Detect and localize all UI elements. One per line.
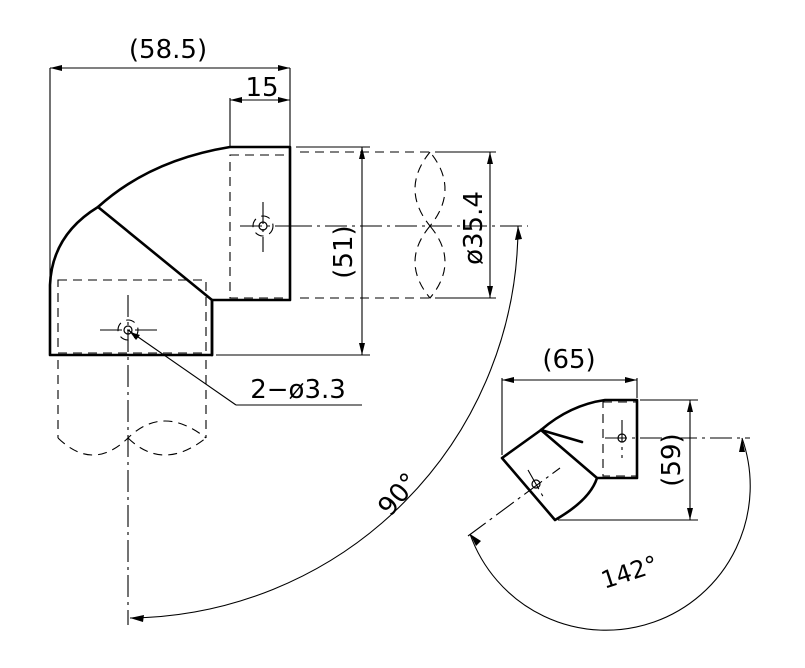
hole-callout: 2−ø3.3: [127, 329, 362, 406]
upper-hole-circle: [252, 215, 274, 237]
small-centerline-diag-perp: [527, 469, 546, 501]
tube-end-lobe-1: [414, 151, 446, 227]
small-elbow-outline: [500, 398, 639, 522]
small-centerline-diag: [467, 467, 561, 537]
upper-hole-circle-inner: [258, 221, 268, 231]
tube-end-ellipse-1: [57, 420, 207, 456]
small-hole-upper: [617, 433, 627, 443]
elbow-outline: [48, 145, 292, 357]
small-elbow-view: (65) (59) 142°: [467, 345, 751, 631]
dim-diameter: ø35.4: [440, 151, 496, 299]
small-hole-lower: [531, 479, 541, 489]
dim-small-width-label: (65): [542, 345, 595, 375]
dim-top-offset: 15: [229, 73, 290, 146]
dim-top-offset-label: 15: [245, 73, 278, 103]
dim-height: (51): [216, 146, 370, 356]
tube-end-ellipse-2: [127, 437, 207, 456]
dim-small-height-label: (59): [657, 433, 687, 486]
hidden-lower-bore: [57, 279, 207, 354]
dim-overall-width-label: (58.5): [129, 35, 207, 65]
dim-small-height: (59): [558, 399, 698, 521]
dim-overall-width: (58.5): [49, 35, 291, 352]
tube-end-lobe-2: [414, 225, 446, 299]
dim-angle-142-label: 142°: [598, 550, 662, 594]
dim-small-width: (65): [501, 345, 638, 455]
large-elbow-view: (58.5) 15 (51) ø35.4: [48, 35, 528, 625]
small-miter-1: [539, 428, 584, 444]
dim-angle-90: 90°: [129, 225, 522, 622]
dim-angle-90-label: 90°: [373, 468, 426, 523]
small-hidden-bore: [602, 401, 638, 477]
dim-height-label: (51): [329, 225, 359, 278]
dim-angle-142: 142°: [469, 437, 751, 631]
miter-joint-line: [96, 205, 214, 302]
dim-diameter-label: ø35.4: [459, 191, 489, 265]
small-miter-2: [539, 428, 599, 480]
hole-callout-label: 2−ø3.3: [250, 375, 346, 405]
hidden-upper-bore: [229, 154, 291, 299]
